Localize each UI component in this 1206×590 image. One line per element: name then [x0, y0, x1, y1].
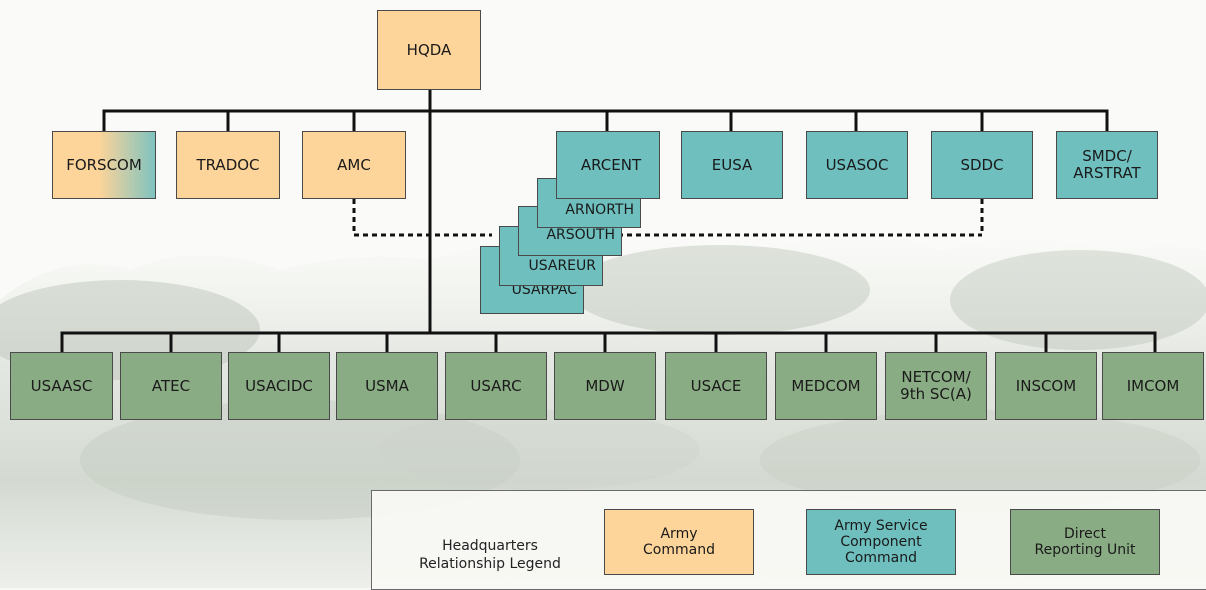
usasoc-box[interactable]: USASOC [806, 131, 908, 199]
legend-direct-reporting-unit: Direct Reporting Unit [1010, 509, 1160, 575]
legend-title: Headquarters Relationship Legend [419, 538, 561, 572]
usace-box[interactable]: USACE [665, 352, 767, 420]
usaasc-box[interactable]: USAASC [10, 352, 113, 420]
atec-box[interactable]: ATEC [120, 352, 222, 420]
eusa-box[interactable]: EUSA [681, 131, 783, 199]
arcent-box[interactable]: ARCENT [556, 131, 660, 199]
relationship-legend: Headquarters Relationship Legend Army Co… [371, 490, 1206, 590]
amc-box[interactable]: AMC [302, 131, 406, 199]
netcom-9th-sc-box[interactable]: NETCOM/ 9th SC(A) [885, 352, 987, 420]
usarc-box[interactable]: USARC [445, 352, 547, 420]
imcom-box[interactable]: IMCOM [1102, 352, 1204, 420]
legend-army-command: Army Command [604, 509, 754, 575]
hqda-box[interactable]: HQDA [377, 10, 481, 90]
usacidc-box[interactable]: USACIDC [228, 352, 330, 420]
inscom-box[interactable]: INSCOM [995, 352, 1097, 420]
legend-army-service-component-command: Army Service Component Command [806, 509, 956, 575]
medcom-box[interactable]: MEDCOM [775, 352, 877, 420]
mdw-box[interactable]: MDW [554, 352, 656, 420]
smdc-arstrat-box[interactable]: SMDC/ ARSTRAT [1056, 131, 1158, 199]
forscom-box[interactable]: FORSCOM [52, 131, 156, 199]
tradoc-box[interactable]: TRADOC [176, 131, 280, 199]
usma-box[interactable]: USMA [336, 352, 438, 420]
sddc-box[interactable]: SDDC [931, 131, 1033, 199]
